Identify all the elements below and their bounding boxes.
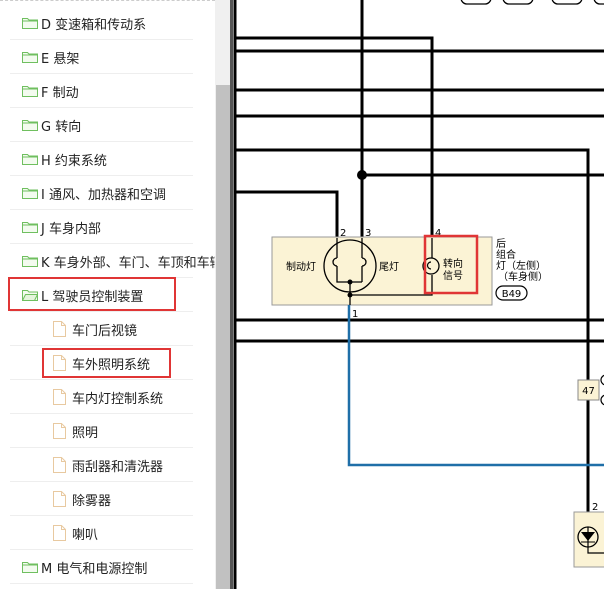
divider	[10, 107, 193, 108]
component-name-4: （车身侧）	[498, 270, 548, 283]
tree-item-folder[interactable]: K 车身外部、车门、车顶和车辆	[0, 244, 215, 278]
tree-item-label: 雨刮器和清洗器	[72, 459, 164, 475]
tree-item-label: L 驾驶员控制装置	[41, 289, 144, 305]
component-name-2: 组合	[496, 248, 516, 261]
tree-item-folder[interactable]: J 车身内部	[0, 210, 215, 244]
divider	[10, 447, 193, 448]
tree-item-label: 车门后视镜	[72, 323, 138, 339]
tree-item-label: F 制动	[41, 85, 79, 101]
connector-b49[interactable]: B49	[502, 289, 522, 300]
tree-item-label: M 电气和电源控制	[41, 561, 148, 577]
tree-item-label: E 悬架	[41, 51, 80, 67]
tree-item-label: 车内灯控制系统	[72, 391, 164, 407]
wiring-diagram: 制动灯 尾灯 转向 信号 2 3 4 1 后 组合 灯（左侧） （车身侧） B4…	[233, 0, 604, 589]
turn-bulb-icon	[422, 257, 440, 275]
folder-icon	[22, 18, 38, 29]
pin-1: 1	[352, 309, 358, 320]
file-icon	[53, 457, 66, 473]
divider	[10, 311, 193, 312]
folder-icon	[22, 120, 38, 131]
file-icon	[53, 355, 66, 371]
tree-item-label: 车外照明系统	[72, 357, 151, 373]
divider	[10, 583, 193, 584]
file-icon	[53, 491, 66, 507]
tree-item-label: 照明	[72, 425, 99, 441]
folder-icon	[22, 562, 38, 573]
divider	[10, 175, 193, 176]
tree-item-folder[interactable]: M 电气和电源控制	[0, 550, 215, 584]
tree-item-file[interactable]: 除雾器	[0, 482, 215, 516]
divider	[10, 481, 193, 482]
tree-item-file[interactable]: 车外照明系统	[0, 346, 215, 380]
tree-item-file[interactable]: 车内灯控制系统	[0, 380, 215, 414]
folder-icon	[22, 222, 38, 233]
tree-item-label: H 约束系统	[41, 153, 107, 169]
divider	[10, 515, 193, 516]
turn-signal-label: 转向	[443, 257, 463, 270]
folder-open-icon	[22, 290, 38, 301]
pin-4: 4	[435, 228, 441, 239]
tree-item-file[interactable]: 喇叭	[0, 516, 215, 550]
tree-item-label: K 车身外部、车门、车顶和车辆	[41, 255, 215, 271]
tree-item-label: D 变速箱和传动系	[41, 17, 147, 33]
tree-sidebar: D 变速箱和传动系 E 悬架 F 制动 G 转向 H 约束系统 I 通风、加热器和空调 J …	[0, 0, 215, 590]
turn-signal-label-2: 信号	[443, 270, 463, 282]
blue-wire	[347, 305, 604, 467]
top-connectors	[460, 0, 604, 5]
tree-item-folder[interactable]: G 转向	[0, 108, 215, 142]
tree-item-folder[interactable]: F 制动	[0, 74, 215, 108]
divider	[10, 413, 193, 414]
tree-item-folder[interactable]: E 悬架	[0, 40, 215, 74]
tail-lamp-label: 尾灯	[379, 261, 399, 273]
brake-lamp-label: 制动灯	[286, 260, 316, 273]
wires	[233, 0, 604, 589]
file-icon	[53, 525, 66, 541]
divider	[10, 243, 193, 244]
pin-2: 2	[340, 228, 346, 239]
file-icon	[53, 423, 66, 439]
component-name-1: 后	[496, 238, 506, 250]
highlight-box	[42, 348, 171, 378]
pin-3: 3	[365, 228, 371, 239]
tree-item-label: 喇叭	[72, 527, 99, 543]
divider	[10, 549, 193, 550]
divider	[10, 209, 193, 210]
scrollbar-thumb[interactable]	[216, 85, 230, 589]
tree-item-folder[interactable]: D 变速箱和传动系	[0, 6, 215, 40]
tree-item-label: I 通风、加热器和空调	[41, 187, 166, 203]
pane-divider[interactable]	[230, 0, 233, 589]
highlight-box	[8, 277, 176, 311]
led-component: 2	[573, 502, 604, 568]
led-pin-2: 2	[592, 502, 598, 513]
tree-item-folder[interactable]: H 约束系统	[0, 142, 215, 176]
tree-item-folder[interactable]: I 通风、加热器和空调	[0, 176, 215, 210]
component-name-3: 灯（左侧）	[496, 259, 546, 272]
tree-item-folder[interactable]: L 驾驶员控制装置	[0, 278, 215, 312]
splice-47: 47	[577, 374, 604, 406]
splice-label: 47	[582, 386, 595, 397]
folder-icon	[22, 86, 38, 97]
divider	[10, 345, 193, 346]
file-icon	[53, 389, 66, 405]
divider	[10, 379, 193, 380]
folder-icon	[22, 154, 38, 165]
tree-item-file[interactable]: 雨刮器和清洗器	[0, 448, 215, 482]
highlight-box	[423, 234, 479, 295]
folder-icon	[22, 52, 38, 63]
tree-item-file[interactable]: 车门后视镜	[0, 312, 215, 346]
rear-combination-lamp: 制动灯 尾灯 转向 信号 2 3 4 1 后 组合 灯（左侧） （车身侧） B4…	[271, 228, 548, 320]
tree-item-file[interactable]: 照明	[0, 414, 215, 448]
file-icon	[53, 321, 66, 337]
divider	[10, 39, 193, 40]
folder-icon	[22, 256, 38, 267]
tree-item-label: G 转向	[41, 119, 82, 135]
tree-item-label: 除雾器	[72, 493, 112, 509]
tree-item-label: J 车身内部	[41, 221, 101, 237]
junction-dot	[357, 170, 367, 180]
folder-icon	[22, 188, 38, 199]
divider	[10, 73, 193, 74]
divider	[10, 141, 193, 142]
sidebar-scrollbar[interactable]	[215, 0, 231, 589]
